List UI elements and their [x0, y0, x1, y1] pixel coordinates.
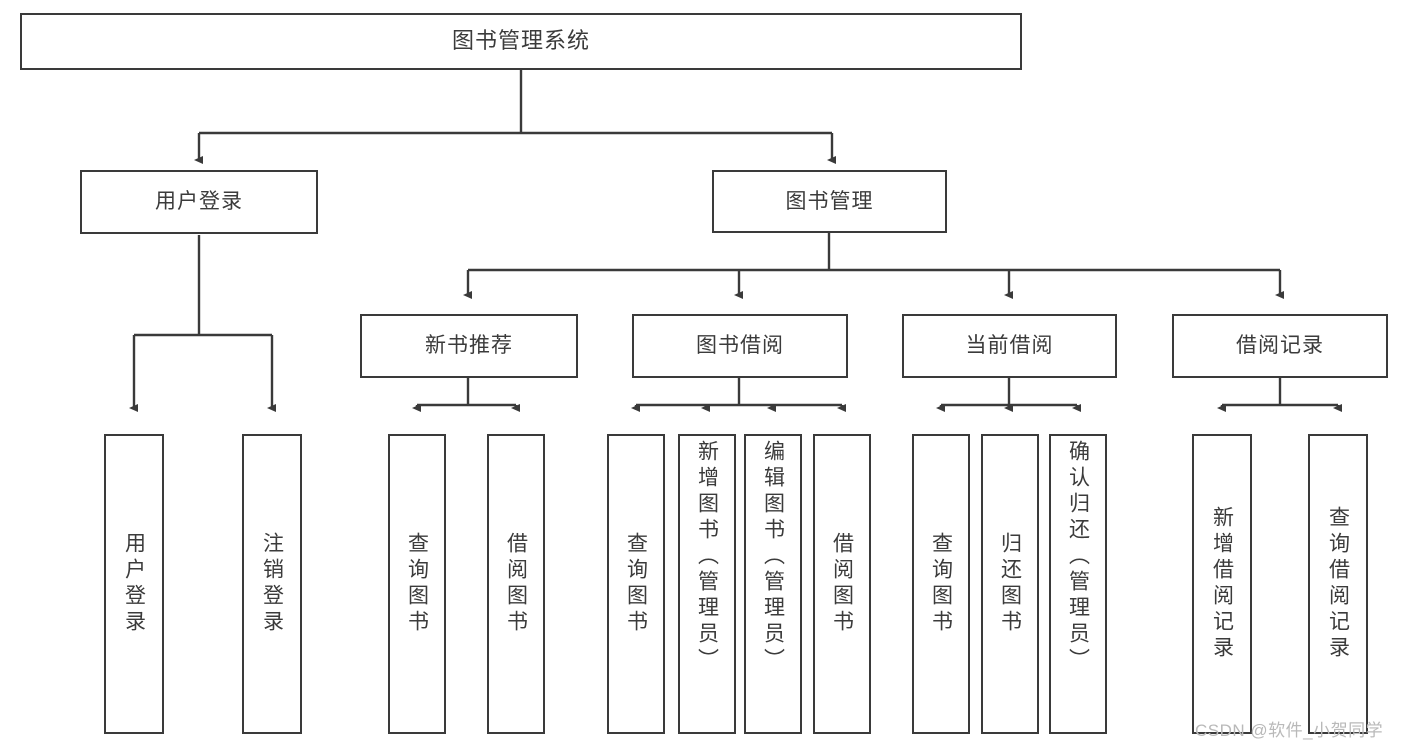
- node-label: 查询图书: [405, 532, 429, 636]
- leaf-query-borrow-record[interactable]: 查询借阅记录: [1308, 434, 1368, 734]
- node-borrow-record[interactable]: 借阅记录: [1172, 314, 1388, 378]
- node-label: 查询借阅记录: [1326, 506, 1350, 662]
- node-label: 新增借阅记录: [1210, 506, 1234, 662]
- node-root-system[interactable]: 图书管理系统: [20, 13, 1022, 70]
- leaf-logout[interactable]: 注销登录: [242, 434, 302, 734]
- node-label: 借阅记录: [1236, 334, 1324, 358]
- leaf-borrow-book[interactable]: 借阅图书: [813, 434, 871, 734]
- node-label: 确认归还（管理员）: [1066, 440, 1090, 674]
- node-label: 归还图书: [998, 532, 1022, 636]
- node-label: 编辑图书（管理员）: [761, 440, 785, 674]
- node-label: 新书推荐: [425, 334, 513, 358]
- csdn-watermark: CSDN @软件_小贺同学: [1195, 721, 1384, 740]
- node-label: 图书管理: [785, 189, 874, 213]
- node-label: 新增图书（管理员）: [695, 440, 719, 674]
- leaf-return-book[interactable]: 归还图书: [981, 434, 1039, 734]
- node-label: 当前借阅: [965, 334, 1054, 358]
- leaf-borrow-book-recommend[interactable]: 借阅图书: [487, 434, 545, 734]
- node-label: 用户登录: [122, 532, 146, 636]
- leaf-add-borrow-record[interactable]: 新增借阅记录: [1192, 434, 1252, 734]
- node-label: 借阅图书: [504, 532, 528, 636]
- leaf-add-book-admin[interactable]: 新增图书（管理员）: [678, 434, 736, 734]
- node-label: 借阅图书: [830, 532, 854, 636]
- node-user-login[interactable]: 用户登录: [80, 170, 318, 234]
- leaf-confirm-return-admin[interactable]: 确认归还（管理员）: [1049, 434, 1107, 734]
- node-label: 查询图书: [929, 532, 953, 636]
- node-current-borrow[interactable]: 当前借阅: [902, 314, 1117, 378]
- node-label: 图书借阅: [696, 334, 784, 358]
- node-label: 查询图书: [624, 532, 648, 636]
- node-book-borrow[interactable]: 图书借阅: [632, 314, 848, 378]
- node-label: 图书管理系统: [451, 28, 590, 54]
- leaf-query-book-current[interactable]: 查询图书: [912, 434, 970, 734]
- leaf-user-login[interactable]: 用户登录: [104, 434, 164, 734]
- node-label: 用户登录: [155, 190, 243, 214]
- leaf-query-book-recommend[interactable]: 查询图书: [388, 434, 446, 734]
- node-label: 注销登录: [260, 532, 284, 636]
- node-book-management[interactable]: 图书管理: [712, 170, 947, 233]
- node-new-book-recommend[interactable]: 新书推荐: [360, 314, 578, 378]
- leaf-query-book-borrow[interactable]: 查询图书: [607, 434, 665, 734]
- leaf-edit-book-admin[interactable]: 编辑图书（管理员）: [744, 434, 802, 734]
